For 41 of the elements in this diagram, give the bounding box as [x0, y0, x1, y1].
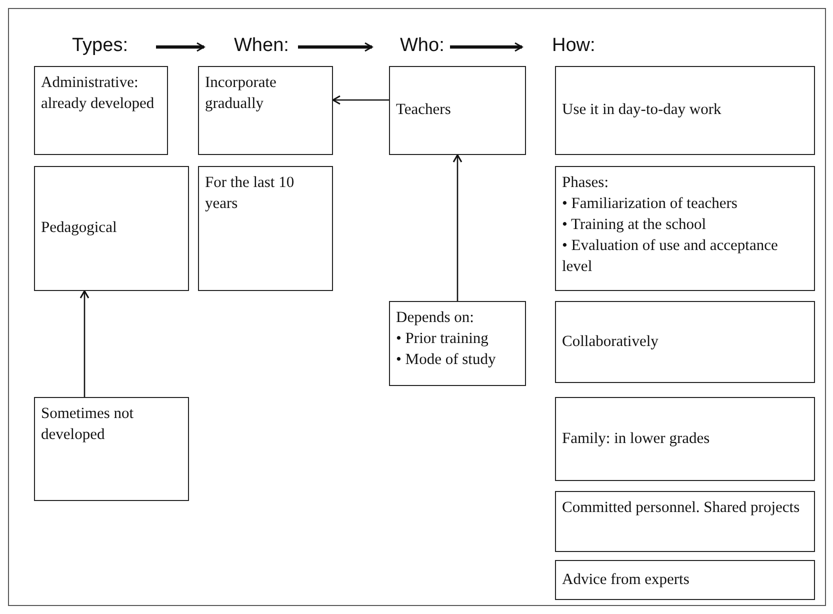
box-text: Use it in day-to-day work — [562, 100, 722, 120]
box-text: Family: in lower grades — [562, 428, 711, 449]
text-box — [34, 397, 189, 501]
text-box — [389, 66, 526, 155]
text-box — [555, 301, 815, 383]
arrow — [80, 290, 90, 397]
box-text: Depends on: — [396, 308, 475, 328]
arrow — [450, 42, 523, 52]
box-text: Incorporate gradually — [205, 73, 278, 114]
text-box — [555, 166, 815, 291]
box-text: Pedagogical — [41, 218, 118, 238]
box-text: Sometimes not developed — [41, 404, 135, 445]
arrow — [332, 95, 389, 105]
box-text: Teachers — [396, 100, 452, 120]
bullet-item: • Mode of study — [396, 350, 497, 370]
bullet-item: • Prior training — [396, 328, 490, 349]
text-box — [198, 66, 333, 155]
box-text: Collaboratively — [562, 332, 660, 352]
text-box — [555, 66, 815, 155]
text-box — [34, 66, 168, 155]
arrow — [156, 42, 205, 52]
box-text: Committed personnel. Shared projects — [562, 498, 801, 518]
text-box — [555, 491, 815, 552]
column-heading: When: — [204, 32, 298, 60]
arrow — [452, 154, 462, 301]
bullet-item: • Familiarization of teachers — [562, 194, 738, 214]
bullet-item: • Training at the school — [562, 214, 708, 235]
text-box — [555, 397, 815, 481]
box-text: Phases: — [562, 173, 610, 193]
box-text: Advice from experts — [562, 570, 690, 590]
text-box — [555, 560, 815, 600]
box-text: Administrative: already developed — [41, 73, 156, 114]
column-heading: Types: — [72, 32, 156, 60]
box-text: For the last 10 years — [205, 173, 296, 214]
text-box — [389, 301, 526, 386]
bullet-item: • Evaluation of use and acceptance level — [562, 236, 779, 277]
text-box — [198, 166, 333, 291]
arrow — [298, 42, 373, 52]
column-heading: Who: — [372, 32, 450, 60]
text-box — [34, 166, 189, 291]
column-heading: How: — [522, 32, 612, 60]
